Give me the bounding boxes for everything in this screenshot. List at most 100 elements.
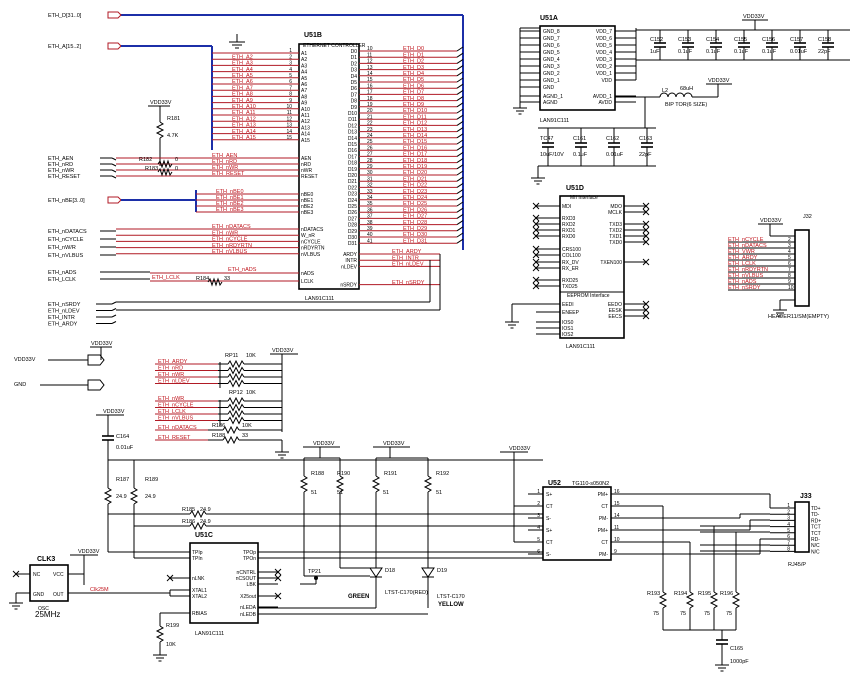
u51b-addr-net: ETH_A4: [232, 67, 253, 73]
ctrl2-signal-label: ETH_nCYCLE: [48, 237, 84, 243]
u51b-data-net: ETH_D11: [403, 114, 427, 120]
u51b-be-net: ETH_nBE1: [216, 195, 244, 201]
pin-number: 7: [788, 267, 791, 273]
u51b-addr-net: ETH_A15: [232, 135, 256, 141]
vdd-clk-label: VDD33V: [78, 549, 100, 555]
decap2-ref: C163: [639, 136, 652, 142]
l2-val: 68uH: [680, 86, 693, 92]
j32-name: HEADER11/SM(EMPTY): [768, 314, 829, 320]
u51b-data-pin: D17: [348, 154, 357, 160]
u51b-ctrl-pin: nRD: [301, 162, 311, 168]
r192-ref: R192: [436, 471, 449, 477]
rp-net: ETH_LCLK: [158, 409, 186, 415]
u51b-be-pin: nBE2: [301, 204, 313, 210]
pin-number: 24: [367, 133, 373, 139]
u51c-right-pin: nCSOUT: [236, 576, 256, 582]
u51b-addr-net: ETH_A14: [232, 129, 256, 135]
pin-number: 27: [367, 152, 373, 158]
u51c-right-pin: nCNTRL: [237, 570, 257, 576]
u51b-data-pin: D2: [351, 61, 358, 67]
u51d-right-pin: MDO: [610, 204, 622, 210]
u51a-vdd-pin: VDD_6: [596, 36, 612, 42]
pin-number: 19: [367, 102, 373, 108]
decap-val: 0.1uF: [678, 49, 693, 55]
u51c-right-pin: nLEDA: [240, 605, 257, 611]
u51b-data-pin: D28: [348, 223, 357, 229]
r190-ref: R190: [337, 471, 350, 477]
pin-number: 39: [367, 226, 373, 232]
r185-ref: R185: [182, 507, 195, 513]
u51c-right-pin: nLEDB: [240, 612, 257, 618]
pin-number: 40: [367, 232, 373, 238]
u51b-data-net: ETH_D25: [403, 201, 427, 207]
pin-number: 11: [287, 110, 292, 116]
data-bus-label: ETH_D[31..0]: [48, 11, 464, 250]
u51a-gnd-pin: GND_3: [543, 64, 560, 70]
pin-number: 9: [788, 279, 791, 285]
u51d-left-pin: COL100: [562, 253, 581, 259]
u51c-left-pin: nLNK: [192, 576, 205, 582]
u51b-addr-pin: A15: [301, 138, 310, 144]
vdd-led2-label: VDD33V: [383, 441, 405, 447]
pin-number: 1: [289, 48, 292, 54]
nbe-bus-name: ETH_nBE[3..0]: [48, 198, 85, 204]
u51a-avdd-pin: AVDD: [598, 100, 612, 106]
u52-left-num: 6: [537, 549, 540, 555]
u52-right-num: 11: [614, 525, 619, 531]
u51c-chip: [189, 542, 259, 624]
j33-pin-label: N/C: [811, 549, 820, 555]
u52-ref: U52: [548, 480, 561, 487]
u52-left-lbl: S-: [546, 516, 551, 522]
j33-pin-label: RD-: [811, 537, 820, 543]
pin-number: 5: [787, 528, 790, 534]
u51b-misc-pin: nRDYRTN: [301, 246, 325, 252]
c164-ref: C164: [116, 434, 129, 440]
r182-r183: R182 0 R183 0: [139, 157, 178, 177]
rp-resistor-rows: ETH_ARDYETH_nRDETH_nWRETH_nLDEVETH_nWRET…: [155, 359, 289, 459]
decap-val: 0.1uF: [762, 49, 777, 55]
pin-number: 17: [367, 90, 373, 96]
u51b-data-net: ETH_D2: [403, 59, 424, 65]
ctrl-signal-label: ETH_nWR: [48, 168, 74, 174]
u51a-gnd-pin: GND_7: [543, 36, 560, 42]
u52-right-num: 9: [614, 549, 617, 555]
pin-number: 1: [787, 503, 790, 509]
vdd-rp-right-label: VDD33V: [272, 348, 294, 354]
j32-header: J32 HEADER11/SM(EMPTY) VDD33V: [758, 214, 829, 320]
u51b-data-pin: D13: [348, 130, 357, 136]
pin-number: 28: [367, 158, 373, 164]
decap-ref: C158: [818, 37, 831, 43]
pin-number: 29: [367, 164, 373, 170]
decap-val: 0.1uF: [706, 49, 721, 55]
j33-pin-label: TD+: [811, 506, 821, 512]
output-signal-label: ETH_nSRDY: [48, 302, 81, 308]
u51b-addr-net: ETH_A7: [232, 85, 253, 91]
pin-number: 6: [788, 261, 791, 267]
decap-val: 0.01uF: [790, 49, 808, 55]
clk-pin: VCC: [53, 572, 64, 578]
u51b-data-pin: D8: [351, 99, 358, 105]
u51b-out-net: ETH_INTR: [392, 255, 419, 261]
pin-number: 13: [367, 65, 373, 71]
u51b-misc-pin: nCYCLE: [301, 239, 321, 245]
u52-left-lbl: S+: [546, 528, 552, 534]
u51b-be-net: ETH_nBE3: [216, 207, 244, 213]
rp-net: ETH_nLDEV: [158, 379, 190, 385]
u51b-ref: U51B: [304, 32, 322, 39]
decap2-ref: C161: [573, 136, 586, 142]
u51b-out-net: ETH_ARDY: [392, 249, 422, 255]
term-ref: R193: [647, 591, 660, 597]
u51a-agnd-pin: AGND_1: [543, 94, 563, 100]
u51b-addr-pin: A14: [301, 132, 310, 138]
ctrl3-signal-label: ETH_nADS: [48, 270, 77, 276]
u51a-vdd-pin: VDD_2: [596, 64, 612, 70]
r188-ref: R188: [311, 471, 324, 477]
vdd-led-label: VDD33V: [313, 441, 335, 447]
rp-net: ETH_nWR: [158, 396, 184, 402]
u51b-data-pin: D27: [348, 216, 357, 222]
term-val: 75: [653, 611, 659, 617]
u51b-data-net: ETH_D30: [403, 232, 427, 238]
vdd-top-right: VDD33V: [636, 14, 850, 61]
u51d-left-pin: RXD25: [562, 278, 578, 284]
